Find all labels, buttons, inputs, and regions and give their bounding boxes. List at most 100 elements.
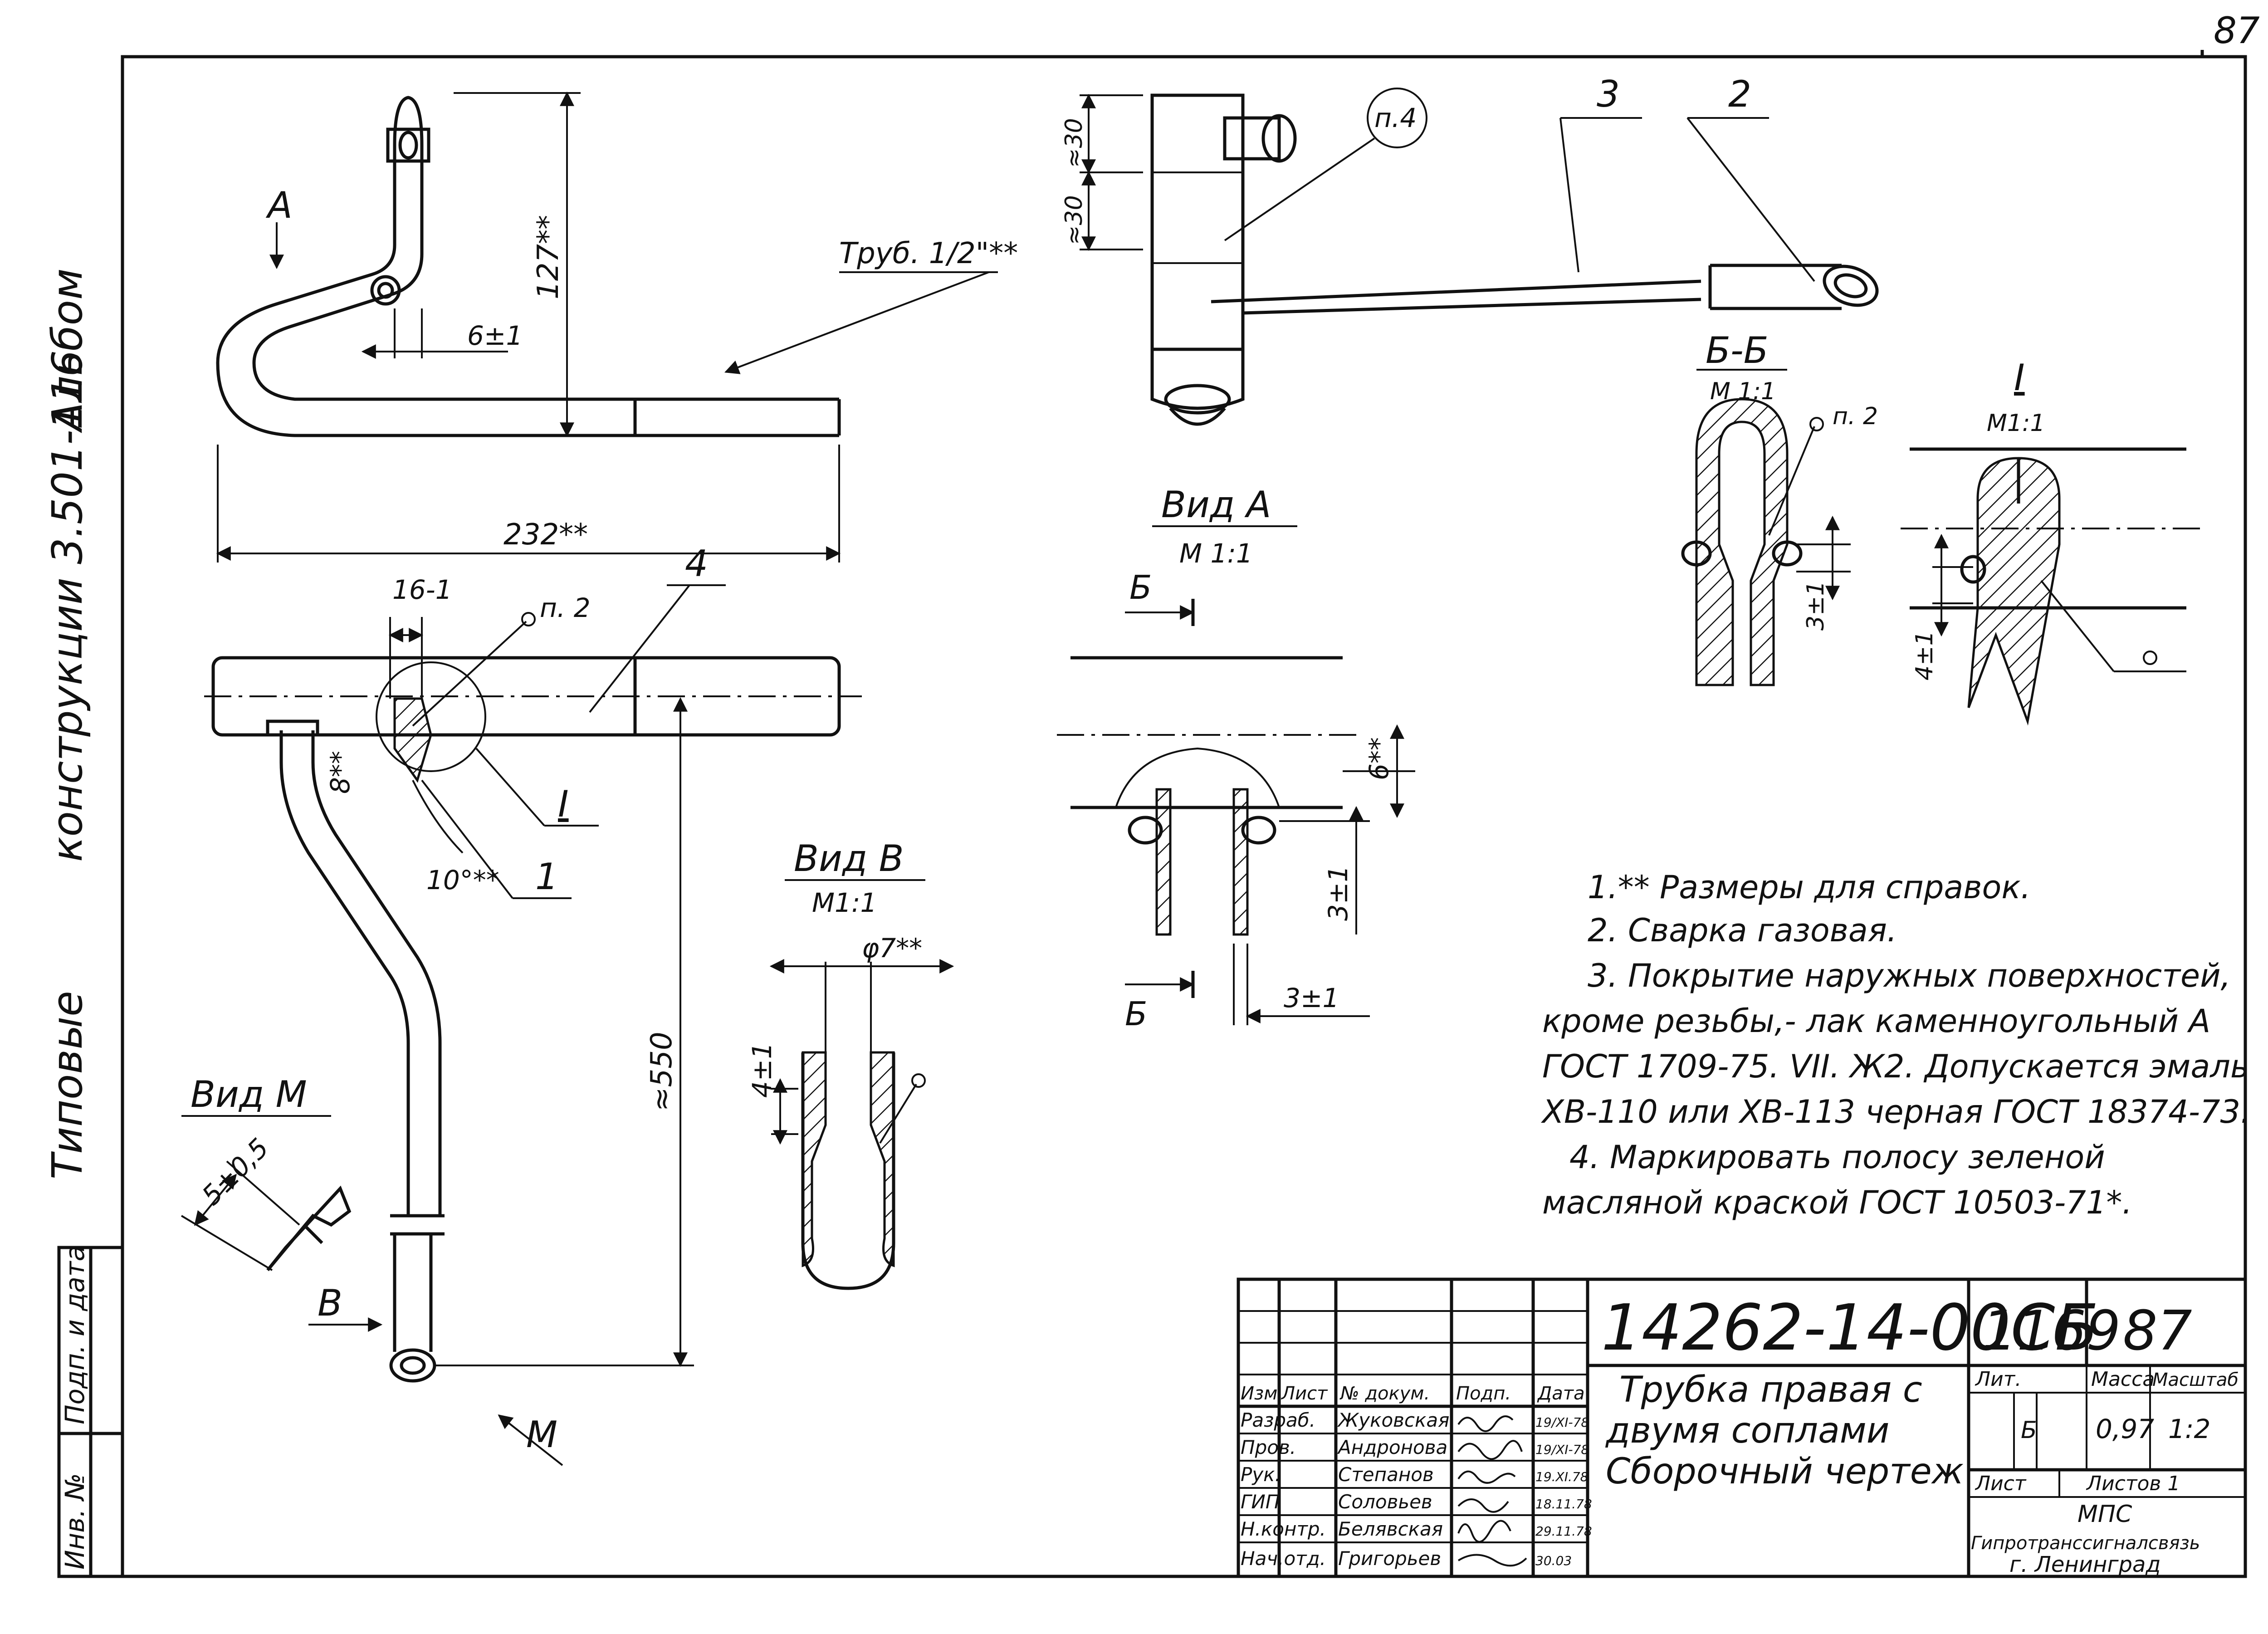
person-role: Пров. bbox=[1241, 1436, 1296, 1458]
section-bb: Б-Б М 1:1 п. 2 3±1 bbox=[1681, 329, 1878, 686]
note-line: 4. Маркировать полосу зеленой bbox=[1569, 1139, 2105, 1176]
album-line-1: Типовые bbox=[43, 991, 92, 1179]
view-v-scale: М1:1 bbox=[812, 887, 877, 918]
org-line: г. Ленинград bbox=[2009, 1552, 2161, 1577]
detail-I-title: I bbox=[2014, 357, 2025, 399]
view-a-title: Вид А bbox=[1161, 484, 1271, 526]
notes: 1.** Размеры для справок. 2. Сварка газо… bbox=[1540, 869, 2250, 1221]
detail-I-dim-4: 4±1 bbox=[1911, 631, 1938, 680]
person-date: 30.03 bbox=[1535, 1553, 1572, 1568]
person-role: Нач.отд. bbox=[1241, 1547, 1326, 1570]
view-v-dim-4: 4±1 bbox=[747, 1042, 777, 1098]
view-m-title: Вид М bbox=[191, 1073, 307, 1115]
person-role: Н.контр. bbox=[1241, 1518, 1326, 1540]
pipe-callout: Труб. 1/2"** bbox=[839, 237, 1018, 270]
person-date: 29.11.78 bbox=[1535, 1524, 1592, 1539]
dim-8: 8** bbox=[325, 751, 356, 794]
person-name: Степанов bbox=[1338, 1463, 1434, 1486]
side-stamp: Подп. и дата Инв. № bbox=[57, 1245, 124, 1578]
signature bbox=[1457, 1498, 1509, 1513]
person-role: Разраб. bbox=[1241, 1409, 1315, 1431]
view-v: Вид В М1:1 φ7** 4±1 bbox=[747, 837, 954, 1290]
section-bb-dim-3: 3±1 bbox=[1802, 581, 1829, 631]
note-line: 2. Сварка газовая. bbox=[1588, 912, 1897, 949]
top-right-view: ≈30 ≈30 п.4 3 2 bbox=[1061, 73, 1879, 426]
person-name: Соловьев bbox=[1338, 1491, 1432, 1513]
title-line: двумя соплами bbox=[1605, 1410, 1889, 1451]
detail-I: I М1:1 4±1 bbox=[1901, 357, 2200, 726]
pos-4: 4 bbox=[685, 543, 708, 585]
corner-number: 87 bbox=[2214, 10, 2260, 52]
person-name: Григорьев bbox=[1338, 1547, 1441, 1570]
hdr-izm: Изм. bbox=[1241, 1383, 1283, 1404]
view-v-title: Вид В bbox=[794, 837, 904, 880]
pos-I: I bbox=[558, 783, 569, 825]
hdr-sheets: Листов 1 bbox=[2086, 1472, 2180, 1495]
dim-30b: ≈30 bbox=[1061, 195, 1088, 245]
title-block: 14262-14-00СБ 1169 87 Трубка правая с дв… bbox=[1237, 1277, 2247, 1578]
note-line: 1.** Размеры для справок. bbox=[1588, 869, 2031, 906]
detail-I-scale: М1:1 bbox=[1987, 410, 2045, 437]
view-v-dim-d: φ7** bbox=[862, 933, 922, 964]
view-a-dim-3h: 3±1 bbox=[1284, 983, 1339, 1013]
section-bb-note-p2: п. 2 bbox=[1833, 403, 1878, 430]
val-mass: 0,97 bbox=[2096, 1414, 2154, 1444]
org-line: Гипротранссигналсвязь bbox=[1971, 1533, 2200, 1554]
view-m: Вид М 5±0,5 bbox=[181, 1073, 352, 1272]
signature bbox=[1457, 1470, 1516, 1484]
view-m-dim: 5±0,5 bbox=[196, 1132, 275, 1211]
dim-10deg: 10°** bbox=[426, 865, 499, 895]
person-name: Жуковская bbox=[1337, 1409, 1449, 1431]
signature bbox=[1457, 1440, 1523, 1460]
person-role: ГИП bbox=[1241, 1491, 1280, 1513]
note-line: ХВ-110 или ХВ-113 черная ГОСТ 18374-73. bbox=[1540, 1093, 2250, 1130]
note-line: кроме резьбы,- лак каменноугольный А bbox=[1542, 1003, 2210, 1040]
sheet-frame: 87 bbox=[121, 10, 2260, 1578]
hdr-list: Лист bbox=[1281, 1383, 1328, 1404]
person-name: Андронова bbox=[1337, 1436, 1447, 1458]
hdr-sign: Подп. bbox=[1456, 1383, 1511, 1404]
val-scale: 1:2 bbox=[2168, 1414, 2210, 1444]
view-arrow-b: В bbox=[318, 1282, 342, 1324]
org-line: МПС bbox=[2077, 1501, 2132, 1528]
person-date: 18.11.78 bbox=[1535, 1497, 1592, 1512]
person-name: Белявская bbox=[1338, 1518, 1443, 1540]
section-mark-bottom: Б bbox=[1125, 995, 1147, 1033]
section-mark-top: Б bbox=[1129, 568, 1152, 607]
view-a-dim-6: 6** bbox=[1364, 737, 1394, 780]
album-line-2: конструкции 3.501-116 bbox=[43, 350, 92, 862]
title-line: Сборочный чертеж bbox=[1606, 1451, 1964, 1492]
val-lit: Б bbox=[2021, 1417, 2037, 1444]
dim-232: 232** bbox=[503, 518, 588, 552]
side-stamp-inventory: Инв. № bbox=[59, 1473, 90, 1570]
signature bbox=[1457, 1415, 1514, 1432]
note-line: масляной краской ГОСТ 10503-71*. bbox=[1542, 1184, 2132, 1221]
album-label: Типовые конструкции 3.501-116 Альбом bbox=[43, 269, 92, 1179]
note-p4: п.4 bbox=[1374, 103, 1417, 133]
note-line: 3. Покрытие наружных поверхностей, bbox=[1588, 957, 2231, 994]
hdr-mass: Масса bbox=[2091, 1368, 2155, 1391]
pos-1: 1 bbox=[535, 856, 558, 898]
view-a-scale: М 1:1 bbox=[1179, 538, 1253, 569]
view-a: Вид А М 1:1 Б Б 6** 3±1 3±1 bbox=[1057, 484, 1415, 1033]
doc-code: 14262-14-00СБ bbox=[1601, 1291, 2098, 1365]
person-date: 19/XI-78 bbox=[1535, 1415, 1589, 1430]
hdr-doc: № докум. bbox=[1339, 1383, 1430, 1404]
view-arrow-m: М bbox=[526, 1414, 557, 1456]
person-role: Рук. bbox=[1241, 1463, 1281, 1486]
hdr-lit: Лит. bbox=[1975, 1368, 2021, 1391]
doc-num: 1169 bbox=[1982, 1300, 2121, 1363]
signature bbox=[1457, 1554, 1527, 1567]
title-line: Трубка правая с bbox=[1619, 1370, 1922, 1410]
dim-550: ≈550 bbox=[645, 1032, 679, 1111]
person-date: 19.XI.78 bbox=[1535, 1469, 1589, 1484]
dim-16: 16-1 bbox=[392, 574, 452, 605]
pos-2: 2 bbox=[1728, 73, 1751, 115]
section-bb-title: Б-Б bbox=[1706, 329, 1769, 372]
side-stamp-sign-date: Подп. и дата bbox=[59, 1245, 90, 1424]
view-arrow-a: А bbox=[265, 184, 293, 226]
signature bbox=[1457, 1520, 1511, 1543]
pos-3: 3 bbox=[1597, 73, 1620, 115]
dim-30a: ≈30 bbox=[1061, 118, 1088, 168]
view-a-dim-3v: 3±1 bbox=[1323, 866, 1354, 921]
